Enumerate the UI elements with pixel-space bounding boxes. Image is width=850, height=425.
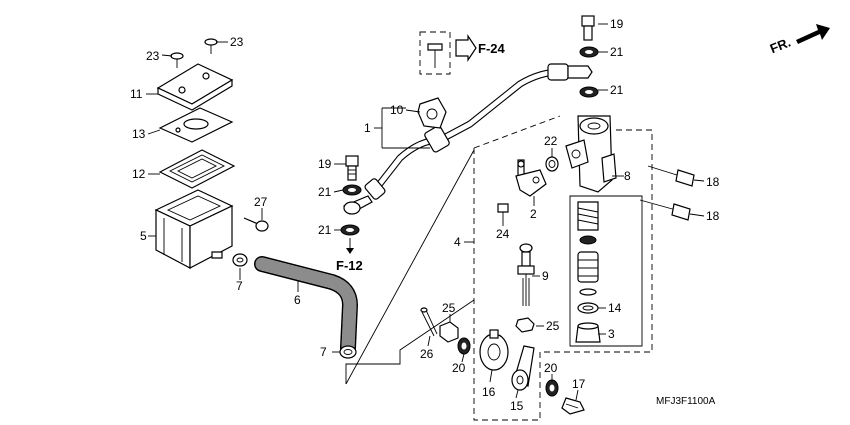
callout-18b: 18	[706, 209, 720, 223]
callout-7b: 7	[320, 345, 327, 359]
callout-25a: 25	[442, 301, 456, 315]
pushrod-joint	[479, 329, 509, 371]
callout-10: 10	[390, 103, 404, 117]
hose-clip-lower	[339, 345, 357, 359]
callout-23b: 23	[230, 35, 244, 49]
bolt-17	[561, 397, 585, 415]
banjo-bolt-left	[345, 155, 359, 181]
callout-12: 12	[132, 167, 146, 181]
sealing-washer-left-upper	[342, 184, 362, 196]
dust-boot	[575, 322, 601, 343]
clevis	[511, 345, 535, 391]
callout-1: 1	[364, 121, 371, 135]
callout-3: 3	[608, 327, 615, 341]
reservoir-hose	[254, 256, 359, 356]
bolt-24	[497, 203, 509, 220]
callout-11: 11	[130, 87, 143, 101]
joint	[515, 159, 547, 197]
sealing-washer-left-lower	[340, 224, 360, 236]
callout-9: 9	[542, 269, 549, 283]
f12-arrow	[346, 238, 354, 254]
callout-18a: 18	[706, 175, 720, 189]
nut-left	[439, 321, 459, 343]
callout-19b: 19	[610, 17, 624, 31]
reservoir-body	[154, 189, 234, 269]
diaphragm-plate	[158, 107, 234, 143]
diagram-code: MFJ3F1100A	[656, 396, 716, 407]
callout-26: 26	[420, 347, 434, 361]
callout-2: 2	[530, 207, 537, 221]
cap-screw-left	[170, 52, 184, 68]
sealing-washer-right-lower	[579, 86, 599, 98]
bolt-27	[243, 217, 269, 232]
washer-left	[457, 337, 471, 355]
callout-27: 27	[254, 195, 268, 209]
master-cylinder-body	[565, 115, 617, 193]
ref-f12: F-12	[336, 258, 363, 273]
callout-22: 22	[544, 134, 558, 148]
callout-24: 24	[496, 227, 510, 241]
callout-6: 6	[294, 293, 301, 307]
leader-lines	[146, 23, 705, 401]
callout-23a: 23	[146, 49, 160, 63]
circlip	[577, 302, 599, 314]
ref-f24: F-24	[478, 41, 506, 56]
callout-21b: 21	[318, 223, 332, 237]
cap-screw-right	[204, 38, 218, 54]
callout-13: 13	[132, 127, 146, 141]
front-arrow-icon	[796, 24, 830, 44]
callout-21d: 21	[610, 83, 624, 97]
spring	[577, 201, 599, 231]
callout-4: 4	[454, 235, 461, 249]
callout-5: 5	[140, 229, 147, 243]
banjo-bolt-right	[581, 15, 595, 41]
callout-21c: 21	[610, 45, 624, 59]
callout-8: 8	[624, 169, 631, 183]
washer-22	[545, 156, 559, 172]
callout-20b: 20	[544, 361, 558, 375]
callout-16: 16	[482, 385, 496, 399]
callout-19a: 19	[318, 157, 332, 171]
hose-clip-upper	[232, 253, 248, 267]
callout-14: 14	[608, 301, 622, 315]
mounting-bolt-upper	[647, 165, 695, 187]
reservoir-cap	[156, 63, 234, 111]
pushrod-assembly-frame	[473, 115, 653, 421]
callout-15: 15	[510, 399, 524, 413]
washer-right	[545, 379, 559, 397]
callout-21a: 21	[318, 185, 332, 199]
cotter-pin	[420, 307, 438, 337]
pushrod	[517, 243, 535, 306]
mounting-bolt-lower	[639, 199, 691, 221]
front-label: FR.	[768, 34, 793, 56]
callout-7a: 7	[236, 279, 243, 293]
hose-clamp	[417, 97, 447, 129]
piston-set	[569, 195, 643, 347]
sealing-washer-right-upper	[579, 46, 599, 58]
f24-bolt	[419, 31, 477, 75]
callout-20a: 20	[452, 361, 466, 375]
diaphragm	[158, 149, 236, 189]
callout-25b: 25	[546, 319, 560, 333]
brake-hose	[343, 63, 593, 215]
nut-right	[515, 317, 535, 333]
piston	[577, 251, 599, 283]
callout-17: 17	[572, 377, 586, 391]
